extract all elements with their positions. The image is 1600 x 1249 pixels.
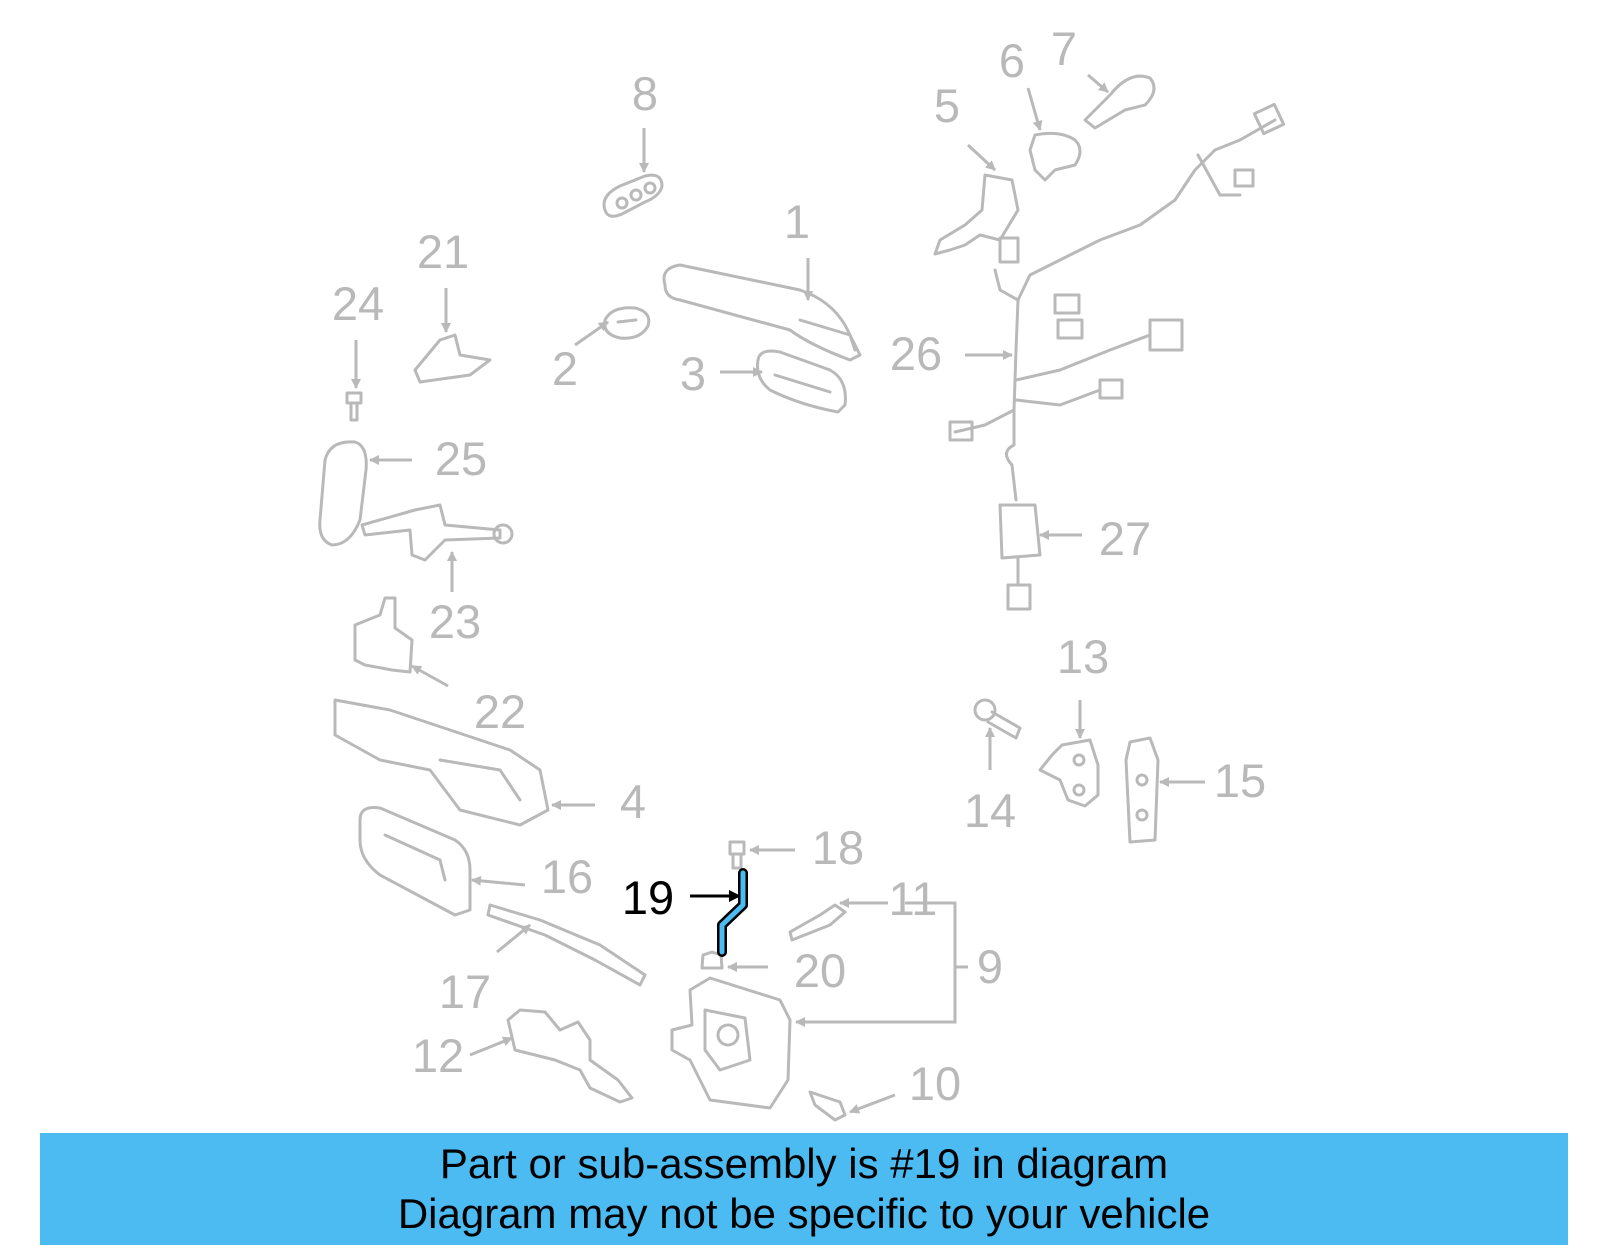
callout-1: 1: [784, 195, 810, 248]
callout-22: 22: [474, 685, 526, 738]
part-12-bracket: [506, 1008, 634, 1104]
callout-15: 15: [1214, 754, 1266, 807]
part-27-grommet-boot: [998, 408, 1042, 611]
callout-11: 11: [889, 872, 938, 925]
callout-20: 20: [794, 944, 846, 997]
callout-27: 27: [1099, 512, 1151, 565]
callout-14: 14: [964, 784, 1016, 837]
part-3-handle-bezel: [756, 349, 847, 414]
callout-12: 12: [412, 1029, 464, 1082]
callout-2: 2: [552, 342, 578, 395]
banner-part-line: Part or sub-assembly is #19 in diagram: [439, 1140, 1169, 1187]
callout-3: 3: [680, 347, 706, 400]
callout-10: 10: [909, 1057, 961, 1110]
callout-25: 25: [435, 432, 487, 485]
callout-7: 7: [1051, 22, 1077, 75]
part-10-bolt: [808, 1090, 847, 1122]
part-7-cover-cap: [1083, 74, 1156, 130]
banner-disclaimer-line: Diagram may not be specific to your vehi…: [397, 1190, 1211, 1237]
part-20-plug: [700, 950, 724, 970]
exploded-parts-diagram: 1 2 3 4 5 6 7 8 9 10 11 12 13 14 15 16 1…: [318, 22, 1286, 1122]
callout-19: 19: [622, 871, 674, 924]
part-23-check-strap: [360, 503, 514, 562]
callout-5: 5: [934, 79, 960, 132]
part-16-interior-handle: [358, 806, 472, 917]
callout-8: 8: [632, 67, 658, 120]
part-5-lock-cylinder: [933, 173, 1020, 256]
part-17-cable: [486, 903, 647, 987]
callout-16: 16: [541, 850, 593, 903]
part-8-button-pad: [602, 173, 664, 218]
callout-6: 6: [999, 34, 1025, 87]
callout-17: 17: [439, 965, 491, 1018]
callout-24: 24: [332, 277, 384, 330]
callout-26: 26: [890, 327, 942, 380]
leader-lines: [351, 73, 1205, 1114]
callout-numbers: 1 2 3 4 5 6 7 8 9 10 11 12 13 14 15 16 1…: [332, 22, 1266, 1110]
part-9-latch-assembly: [670, 976, 792, 1110]
part-25-cover: [318, 440, 368, 547]
part-13-striker-plate: [1038, 738, 1100, 808]
callout-13: 13: [1057, 630, 1109, 683]
callout-4: 4: [620, 775, 646, 828]
part-26-wiring-harness: [948, 102, 1286, 442]
part-1-outer-handle: [662, 263, 862, 362]
part-22-hinge-bracket: [353, 596, 414, 674]
part-4-inner-handle-housing: [333, 698, 550, 827]
part-2-grommet: [603, 306, 651, 340]
part-15-plate: [1124, 736, 1160, 844]
part-18-screw: [728, 840, 746, 870]
callout-23: 23: [429, 595, 481, 648]
part-info-banner: Part or sub-assembly is #19 in diagram D…: [40, 1133, 1568, 1245]
callout-18: 18: [812, 821, 864, 874]
part-14-bolt: [973, 698, 1022, 740]
part-24-screw: [345, 391, 363, 422]
part-19-lock-rod-highlighted: [717, 868, 748, 957]
part-21-bracket: [413, 333, 492, 384]
part-6-lock-lever: [1028, 131, 1082, 182]
callout-9: 9: [977, 940, 1003, 993]
callout-21: 21: [417, 225, 469, 278]
part-11-rod: [788, 903, 847, 942]
